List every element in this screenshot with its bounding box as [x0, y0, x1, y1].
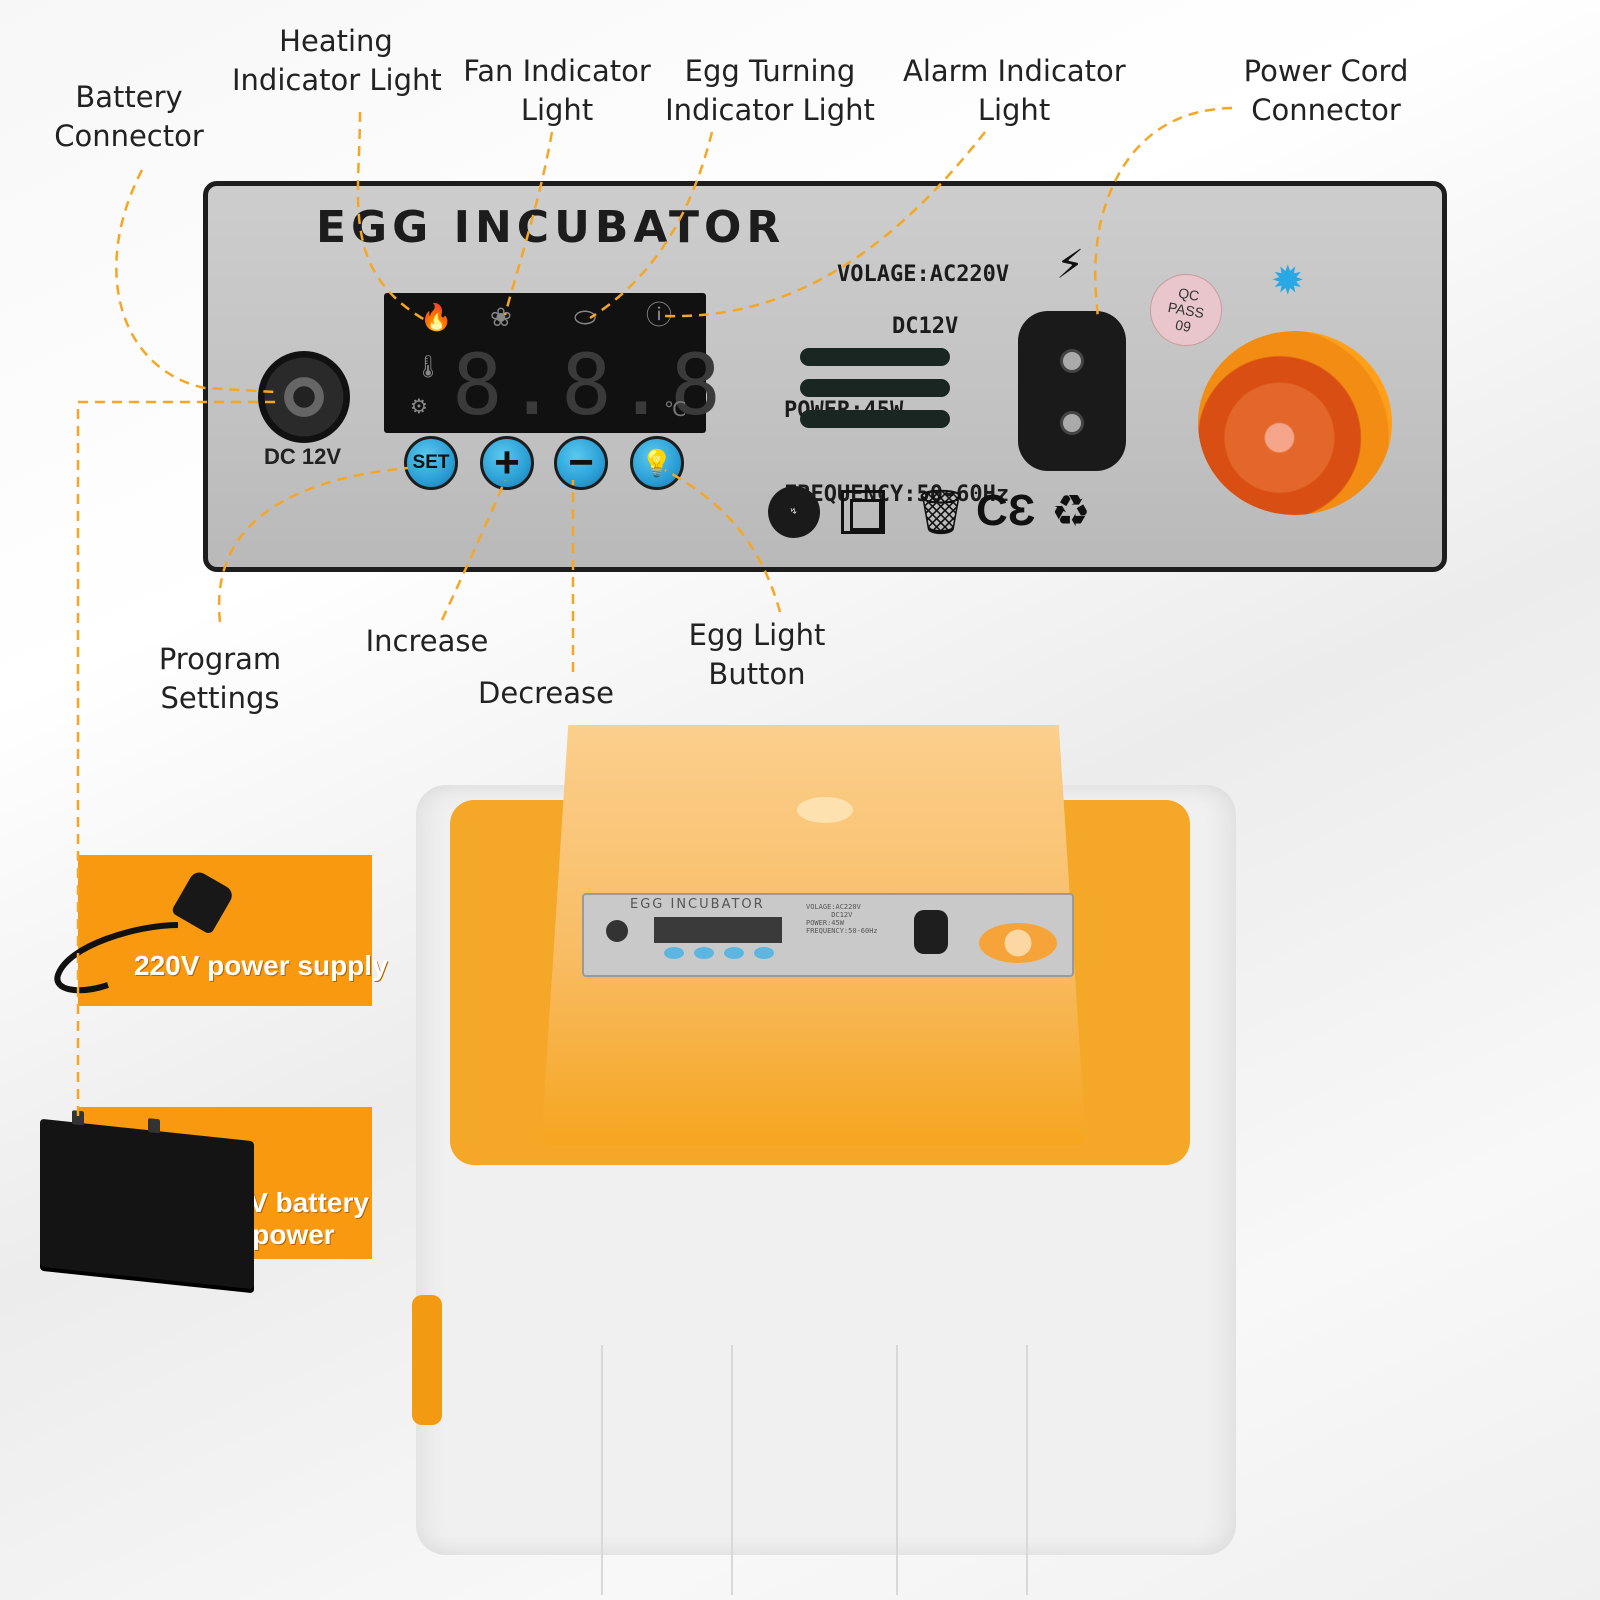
- display-unit: ℃: [664, 397, 687, 421]
- vent-slots: [800, 348, 950, 441]
- vent-slot: [800, 410, 950, 428]
- vent-hole: [797, 797, 853, 823]
- battery-terminal: [148, 1118, 160, 1134]
- label-heating-indicator-light: Heating Indicator Light: [232, 24, 442, 97]
- control-panel: EGG INCUBATOR VOLAGE:AC220V DC12V POWER:…: [203, 181, 1447, 572]
- double-insulation-icon: [841, 490, 885, 534]
- alarm-icon: ⓘ: [646, 301, 673, 331]
- egg-icon: ⬭: [574, 303, 597, 333]
- label-alarm-indicator-light: Alarm Indicator Light: [903, 54, 1126, 127]
- gear-icon: ⚙: [410, 394, 428, 418]
- label-egg-light-button: Egg Light Button: [688, 618, 826, 691]
- battery-power-label: 12V battery power: [218, 1187, 369, 1250]
- socket-pin: [1060, 411, 1084, 435]
- dc-jack[interactable]: [258, 351, 350, 443]
- increase-button[interactable]: +: [480, 436, 534, 490]
- ac-power-tag: 220V power supply: [54, 855, 388, 1006]
- display-digits: 8.8.8: [452, 336, 725, 434]
- label-egg-turning-indicator-light: Egg Turning Indicator Light: [665, 54, 875, 127]
- lcd-display: 🔥 ❀ ⬭ ⓘ 🌡 ⚙ 8.8.8 ℃: [384, 293, 721, 433]
- spec-voltage-dc: DC12V: [892, 314, 959, 339]
- vent-slot: [800, 379, 950, 397]
- egg-light-indicator-icon: ✹: [1271, 258, 1305, 304]
- spec-frequency: FREQUENCY:50-60Hz: [784, 482, 1010, 507]
- fan-icon: ❀: [490, 303, 512, 333]
- device-control-panel: EGG INCUBATOR VOLAGE:AC220V DC12V POWER:…: [582, 893, 1074, 977]
- car-battery-icon: [40, 1110, 254, 1290]
- label-fan-indicator-light: Fan Indicator Light: [463, 54, 651, 127]
- power-cord-socket[interactable]: [1018, 311, 1126, 471]
- thermometer-icon: 🌡: [414, 355, 442, 380]
- egg-candling-lamp: [1198, 331, 1392, 515]
- power-cord-icon: [54, 922, 179, 994]
- plug-icon: ⚡: [1056, 242, 1085, 288]
- egg-light-button[interactable]: 💡: [630, 436, 684, 490]
- decrease-button[interactable]: −: [554, 436, 608, 490]
- incubator-device: EGG INCUBATOR VOLAGE:AC220V DC12V POWER:…: [412, 725, 1246, 1595]
- ac-power-label: 220V power supply: [134, 950, 388, 981]
- side-handle: [412, 1295, 442, 1425]
- label-power-cord-connector: Power Cord Connector: [1243, 54, 1409, 127]
- label-battery-connector: Battery Connector: [54, 80, 204, 153]
- set-button[interactable]: SET: [404, 436, 458, 490]
- flame-icon: 🔥: [420, 303, 453, 333]
- panel-title: EGG INCUBATOR: [316, 202, 786, 253]
- qc-pass-sticker: QC PASS 09: [1144, 268, 1228, 352]
- bulb-icon: 💡: [640, 447, 674, 478]
- spec-voltage: VOLAGE:AC220V: [836, 262, 1010, 287]
- weee-bin-icon: 🗑: [913, 487, 969, 538]
- label-program-settings: Program Settings: [158, 642, 282, 715]
- vent-slot: [800, 348, 950, 366]
- recycle-icon: ♻: [1051, 486, 1091, 537]
- label-increase: Increase: [365, 624, 489, 658]
- label-decrease: Decrease: [478, 676, 614, 710]
- dc-label: DC 12V: [264, 444, 342, 469]
- battery-terminal: [72, 1110, 84, 1126]
- socket-pin: [1060, 349, 1084, 373]
- ce-mark-icon: CƐ: [976, 486, 1036, 535]
